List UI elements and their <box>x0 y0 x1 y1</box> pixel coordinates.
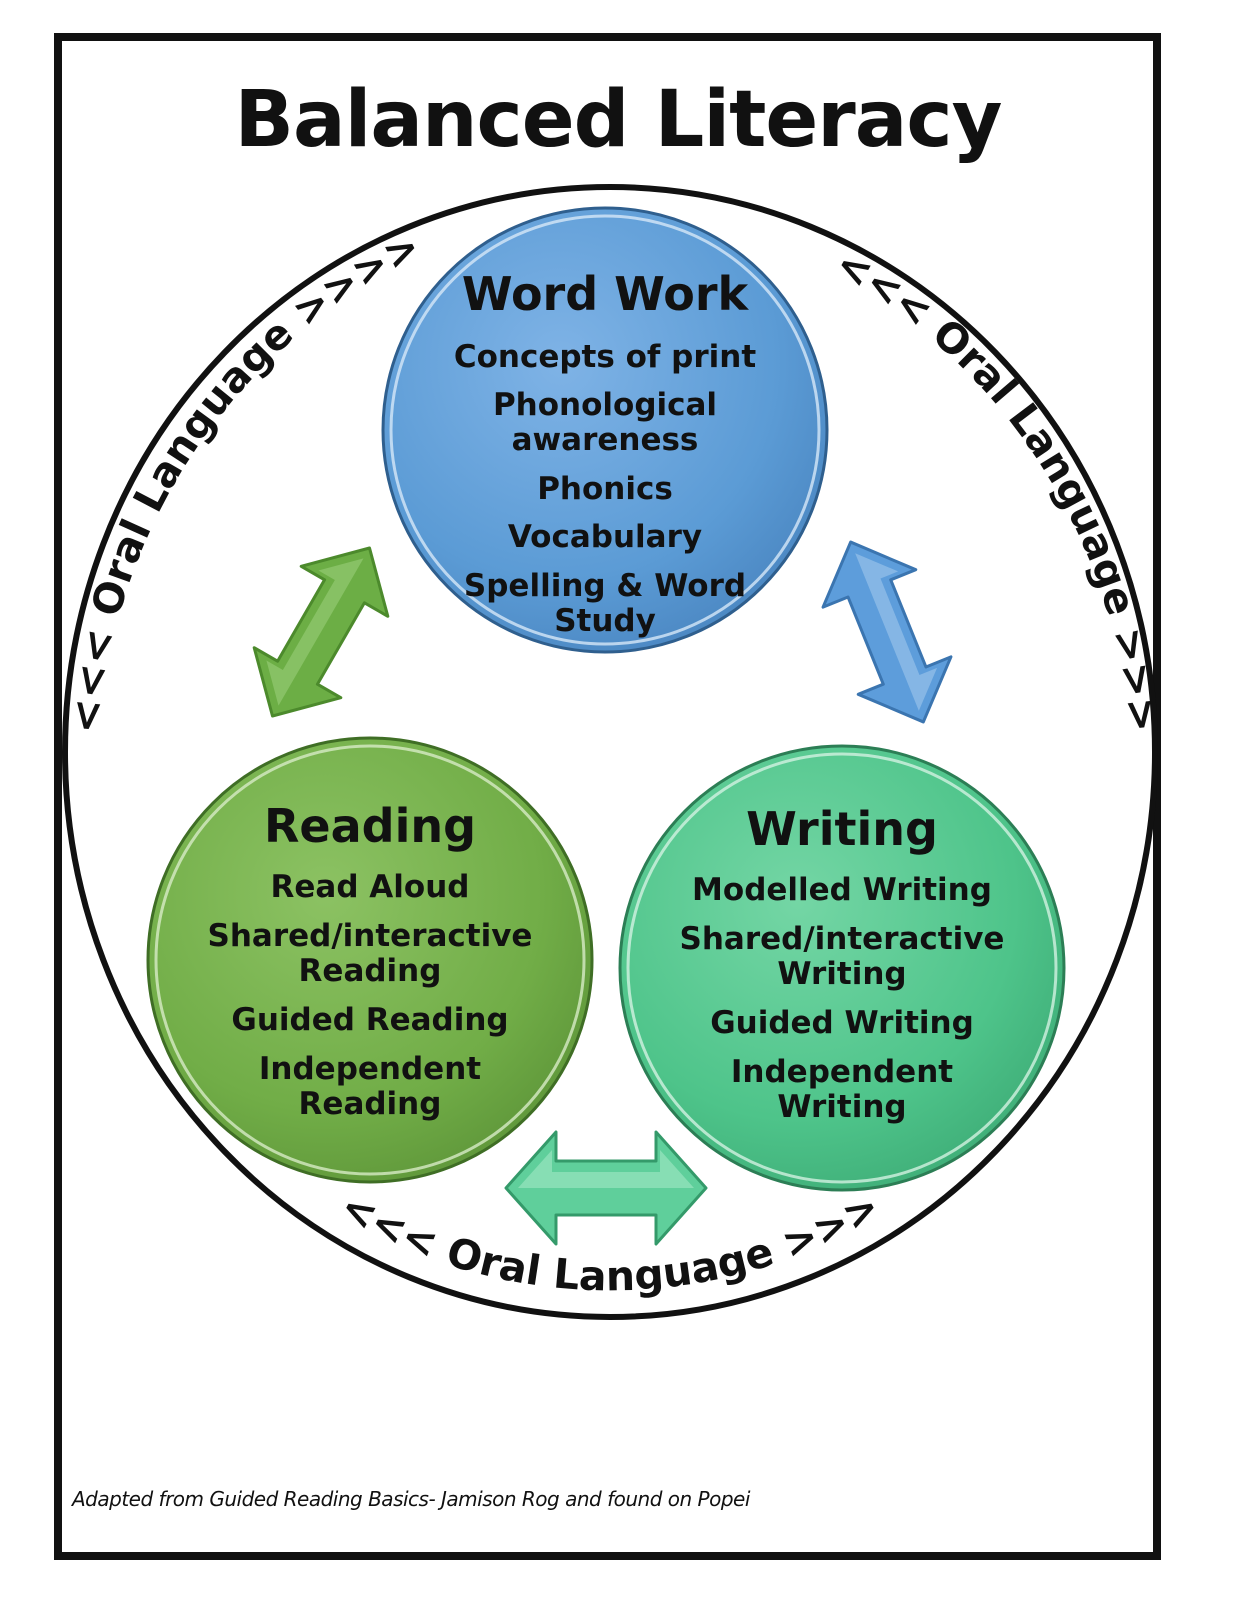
page-title: Balanced Literacy <box>234 75 1003 165</box>
arrow-wordwork-writing <box>821 540 953 724</box>
word-work-item: Phonics <box>537 471 673 507</box>
word-work-item: awareness <box>512 422 699 458</box>
word-work-item: Vocabulary <box>508 519 702 555</box>
reading-title: Reading <box>264 799 476 853</box>
writing-item: Writing <box>777 1089 906 1125</box>
reading-circle: Reading Read Aloud Shared/interactive Re… <box>146 736 594 1184</box>
reading-item: Reading <box>299 953 442 989</box>
word-work-circle: Word Work Concepts of print Phonological… <box>381 206 829 654</box>
outer-circle <box>62 184 1158 1320</box>
arrow-reading-writing <box>504 1130 708 1246</box>
word-work-title: Word Work <box>462 267 750 321</box>
reading-item: Read Aloud <box>271 869 470 905</box>
writing-title: Writing <box>746 802 938 856</box>
word-work-item: Study <box>554 603 656 639</box>
arrow-reading-wordwork <box>252 546 390 718</box>
writing-item: Shared/interactive <box>680 921 1005 957</box>
credit-text: Adapted from Guided Reading Basics- Jami… <box>72 1487 750 1511</box>
reading-item: Shared/interactive <box>208 918 533 954</box>
oral-language-left: <<<< Oral Language >>>>> <box>0 0 427 735</box>
reading-item: Reading <box>299 1086 442 1122</box>
writing-item: Independent <box>731 1054 953 1090</box>
word-work-item: Phonological <box>493 387 717 423</box>
writing-circle: Writing Modelled Writing Shared/interact… <box>618 744 1066 1192</box>
word-work-item: Concepts of print <box>454 339 757 375</box>
writing-item: Modelled Writing <box>692 872 992 908</box>
reading-item: Independent <box>259 1051 481 1087</box>
word-work-item: Spelling & Word <box>464 568 746 604</box>
reading-item: Guided Reading <box>231 1002 508 1038</box>
writing-item: Guided Writing <box>710 1005 974 1041</box>
writing-item: Writing <box>777 956 906 992</box>
